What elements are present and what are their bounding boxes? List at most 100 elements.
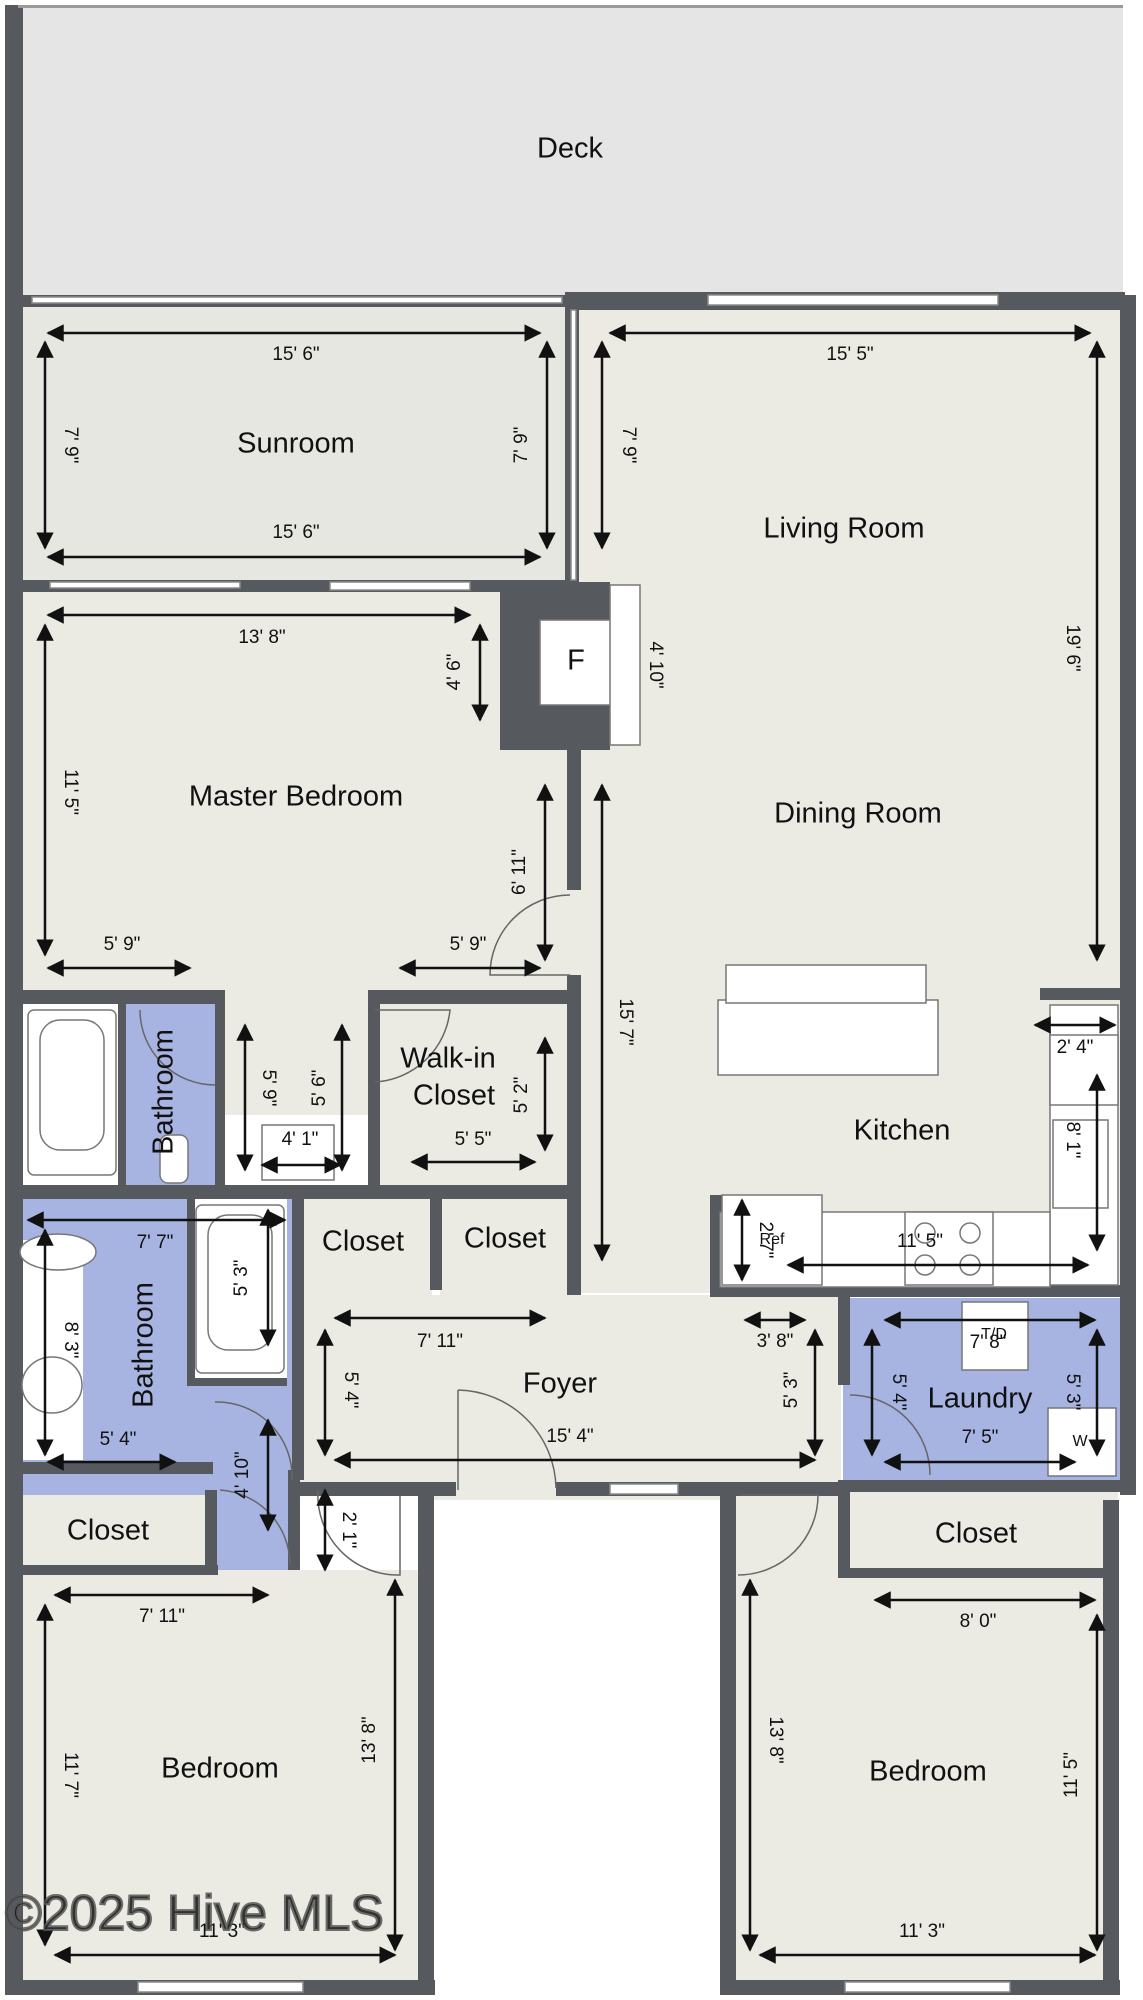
- room-label-foyer: Foyer: [523, 1368, 597, 1400]
- toilet-left: [19, 1233, 97, 1271]
- burner-1: [914, 1222, 936, 1244]
- windows: [31, 294, 1011, 1993]
- sunroom-floor: [18, 298, 568, 581]
- wall-foyer-south-left: [296, 1482, 456, 1496]
- deck-top-line: [18, 5, 1123, 8]
- counter-island: [717, 999, 939, 1076]
- dim-br-top: 8' 0": [960, 1611, 997, 1632]
- dim-bath-low-h: 4' 10": [232, 1451, 253, 1498]
- dim-bath-h: 8' 3": [60, 1322, 81, 1359]
- dim-din: 15' 7": [615, 998, 636, 1045]
- dryer-label: T/D: [981, 1326, 1007, 1343]
- bathtub-top-inner: [39, 1019, 105, 1151]
- room-label-closet-b: Closet: [464, 1223, 546, 1255]
- wall-bath-left-tub: [187, 1198, 195, 1383]
- room-label-sunroom: Sunroom: [237, 428, 355, 460]
- living-dining-floor: [568, 298, 1123, 1293]
- dim-sun-left: 7' 9": [60, 427, 81, 464]
- wall-closet-left-east: [205, 1490, 217, 1570]
- dim-foy-right: 5' 3": [781, 1372, 802, 1409]
- outer-wall-right-low: [1103, 1500, 1119, 1995]
- room-label-walkin-2: Closet: [413, 1080, 495, 1112]
- dim-vanity2: 5' 6": [309, 1070, 330, 1107]
- dim-lau-left: 5' 4": [888, 1374, 909, 1411]
- dim-hall: 6' 11": [509, 849, 530, 895]
- door-walkin: [374, 1009, 451, 1083]
- room-label-bedroom-right: Bedroom: [869, 1756, 987, 1788]
- window-sunroom-liv: [570, 309, 577, 581]
- wall-bedroom-right-west: [720, 1490, 736, 1995]
- dim-br-right: 11' 5": [1061, 1752, 1082, 1798]
- outer-wall-left: [5, 5, 23, 1995]
- wall-foyer-south-right: [728, 1482, 843, 1496]
- wall-kitchen-west: [710, 1195, 722, 1295]
- outer-wall-right: [1120, 295, 1136, 1495]
- dim-mb-top: 13' 8": [238, 627, 285, 648]
- closet-a-floor: [300, 1195, 432, 1295]
- dim-foy-w: 15' 4": [546, 1426, 593, 1447]
- dim-foy-left: 5' 4": [340, 1372, 361, 1409]
- dim-sun-right: 7' 9": [511, 427, 532, 464]
- dim-kit-ref: 2' 7": [755, 1222, 776, 1259]
- room-labels: Deck Sunroom Living Room Master Bedroom …: [67, 133, 1033, 1788]
- wall-bedroom-left-east: [418, 1490, 434, 1995]
- room-label-kitchen: Kitchen: [854, 1115, 951, 1147]
- dim-bath-w: 7' 7": [137, 1232, 174, 1253]
- closet-left-floor: [18, 1495, 210, 1565]
- dim-lau-right: 5' 3": [1062, 1374, 1083, 1411]
- dim-fire: 4' 10": [645, 641, 666, 688]
- wall-closet-right-west: [838, 1490, 850, 1575]
- dim-bl-bottom: 11' 3": [199, 1921, 245, 1942]
- deck-floor: [18, 8, 1123, 300]
- wall-vanity-east: [368, 1000, 380, 1195]
- window-sun-bottom-left: [49, 581, 241, 589]
- fireplace-hearth: [609, 584, 641, 746]
- dim-lau-w: 7' 5": [962, 1427, 999, 1448]
- refrigerator-label: Ref: [760, 1231, 785, 1248]
- window-bedroom-left: [137, 1981, 304, 1993]
- dimension-lines: [26, 324, 1117, 1964]
- toilet-top-tank: [159, 1134, 189, 1184]
- dim-mb-left: 11' 5": [60, 769, 81, 815]
- dim-foy-top: 7' 11": [417, 1331, 463, 1352]
- dim-bath-low-w: 5' 4": [100, 1429, 137, 1450]
- wall-hall-east: [567, 975, 581, 1295]
- dim-wic-h: 5' 2": [511, 1077, 532, 1114]
- dim-sun-top: 15' 6": [272, 344, 319, 365]
- dim-sun-bottom: 15' 6": [272, 522, 319, 543]
- room-label-living-room: Living Room: [763, 513, 924, 545]
- bedroom-left-floor: [18, 1570, 426, 1990]
- door-bath-top: [139, 1009, 216, 1086]
- fixture-labels: F Ref T/D W: [567, 645, 1088, 1451]
- room-label-dining-room: Dining Room: [774, 798, 942, 830]
- wall-closet-west: [292, 1190, 304, 1480]
- wall-closet-right-south: [838, 1568, 1108, 1578]
- dim-br-left: 13' 8": [765, 1716, 786, 1763]
- dim-vanity-w: 4' 1": [282, 1129, 319, 1150]
- wall-closet-divider: [430, 1190, 442, 1290]
- sink-left: [21, 1356, 83, 1414]
- door-bedroom-right: [737, 1494, 819, 1576]
- wall-master-south-right: [368, 990, 573, 1004]
- kitchen-dishwasher: [1049, 1034, 1119, 1106]
- dim-kit-w: 11' 5": [897, 1231, 943, 1252]
- room-label-closet-a: Closet: [322, 1226, 404, 1258]
- dim-bl-right: 13' 8": [359, 1716, 380, 1763]
- dim-mb-low-left: 5' 9": [104, 934, 141, 955]
- washer-label: W: [1072, 1433, 1088, 1450]
- dim-kit-right: 8' 1": [1062, 1122, 1083, 1159]
- dim-foy-entry: 2' 1": [338, 1512, 359, 1549]
- wall-closet-left-south: [18, 1565, 218, 1575]
- window-foyer-entry: [609, 1483, 679, 1495]
- dim-bl-top: 7' 11": [139, 1606, 185, 1627]
- room-label-laundry: Laundry: [928, 1383, 1033, 1415]
- room-label-deck: Deck: [537, 133, 604, 165]
- wall-kitchen-north-right: [1040, 988, 1125, 1000]
- room-label-closet-right: Closet: [935, 1518, 1017, 1550]
- wall-laundry-south: [838, 1480, 1128, 1492]
- dim-liv-left: 7' 9": [618, 427, 639, 464]
- dim-tub-h: 5' 3": [231, 1260, 252, 1297]
- dim-mb-low-right: 5' 9": [450, 934, 487, 955]
- room-label-bathroom-left: Bathroom: [128, 1282, 160, 1408]
